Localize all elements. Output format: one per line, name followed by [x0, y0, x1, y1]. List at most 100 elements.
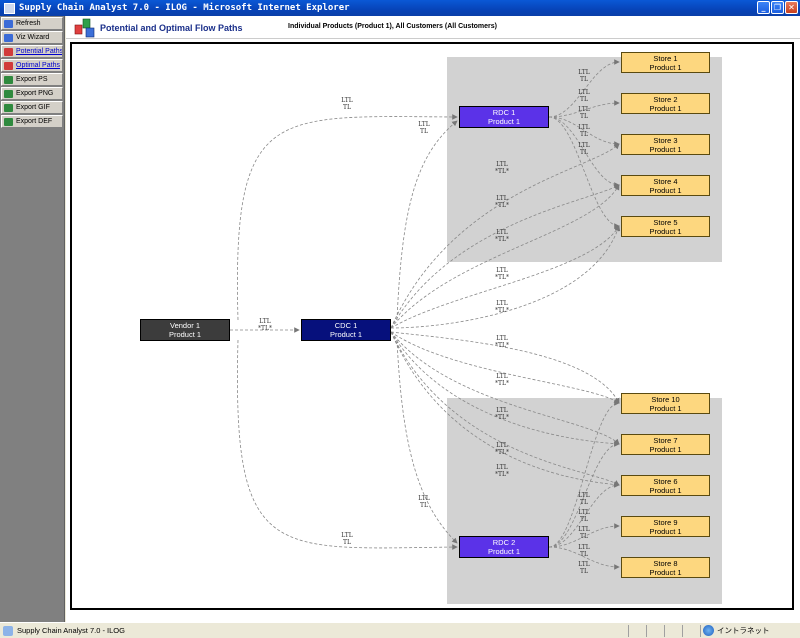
edge-label: LTL [496, 300, 507, 307]
sidebar-item-export-ps[interactable]: Export PS [1, 73, 63, 86]
edge-label: TL [343, 104, 351, 111]
node-cdc-1[interactable]: CDC 1 Product 1 [301, 319, 391, 341]
edge-label: *TL* [495, 202, 509, 209]
edge-rdc1-store [548, 59, 620, 118]
zone-label: イントラネット [717, 626, 770, 635]
sidebar-item-label: Export GIF [16, 104, 50, 111]
window-title: Supply Chain Analyst 7.0 - ILOG - Micros… [19, 3, 350, 13]
sidebar-item-viz-wizard[interactable]: Viz Wizard [1, 31, 63, 44]
edge-rdc2-store [548, 400, 620, 548]
node-rdc-1[interactable]: RDC 1 Product 1 [459, 106, 549, 128]
node-product: Product 1 [649, 62, 682, 72]
status-divider [664, 625, 665, 637]
edge-label: TL [580, 131, 588, 138]
sidebar-item-refresh[interactable]: Refresh [1, 17, 63, 30]
edge-label: LTL [578, 89, 589, 96]
node-name: Store 5 [653, 217, 678, 227]
wizard-icon [4, 33, 13, 42]
edge-label: *TL* [495, 380, 509, 387]
edge-label: LTL [341, 97, 352, 104]
edge-cdc-store [390, 184, 620, 329]
edge-cdc-rdc1 [396, 120, 458, 321]
node-product: Product 1 [649, 226, 682, 236]
window-title-bar[interactable]: Supply Chain Analyst 7.0 - ILOG - Micros… [0, 0, 800, 16]
edge-label: *TL* [495, 471, 509, 478]
globe-icon [703, 625, 714, 636]
sidebar-item-optimal-paths[interactable]: Optimal Paths [1, 59, 63, 72]
edge-label: *TL* [258, 325, 272, 332]
edge-label: TL [420, 502, 428, 509]
edge-cdc-store [390, 331, 620, 445]
edge-cdc-store [390, 331, 620, 447]
edge-label: LTL [496, 442, 507, 449]
node-name: Store 7 [653, 435, 678, 445]
edge-label: TL [580, 113, 588, 120]
node-product: Product 1 [649, 185, 682, 195]
ie-icon [4, 2, 15, 14]
node-product: Product 1 [649, 567, 682, 577]
node-product: Product 1 [649, 103, 682, 113]
edge-rdc2-store [548, 523, 620, 548]
edge-label: LTL [578, 509, 589, 516]
export-icon [4, 75, 13, 84]
node-name: RDC 1 [492, 108, 516, 117]
node-product: Product 1 [649, 144, 682, 154]
edge-cdc-rdc2 [396, 339, 458, 544]
edge-label: TL [580, 149, 588, 156]
main-content: Potential and Optimal Flow Paths Individ… [66, 16, 800, 622]
edge-label: *TL* [495, 342, 509, 349]
edge-label: *TL* [495, 236, 509, 243]
maximize-button[interactable]: ❐ [771, 1, 784, 14]
export-icon [4, 89, 13, 98]
edge-cdc-store [390, 331, 620, 488]
node-name: Store 3 [653, 135, 678, 145]
refresh-icon [4, 19, 13, 28]
edge-cdc-store [390, 225, 620, 329]
security-zone: イントラネット [703, 625, 770, 636]
sidebar-item-export-png[interactable]: Export PNG [1, 87, 63, 100]
node-product: Product 1 [649, 444, 682, 454]
edge-label: LTL [496, 373, 507, 380]
node-product: Product 1 [168, 330, 202, 339]
page-subtitle: Individual Products (Product 1), All Cus… [288, 23, 497, 30]
edge-label: LTL [341, 532, 352, 539]
sidebar-item-label: Export PS [16, 76, 48, 83]
minimize-button[interactable]: _ [757, 1, 770, 14]
sidebar-item-export-def[interactable]: Export DEF [1, 115, 63, 128]
edge-label: LTL [496, 229, 507, 236]
node-vendor-1[interactable]: Vendor 1 Product 1 [140, 319, 230, 341]
status-text: Supply Chain Analyst 7.0 - ILOG [17, 626, 125, 635]
sidebar-item-potential-paths[interactable]: Potential Paths [1, 45, 63, 58]
close-button[interactable]: ✕ [785, 1, 798, 14]
node-rdc-2[interactable]: RDC 2 Product 1 [459, 536, 549, 558]
page-title: Potential and Optimal Flow Paths [100, 23, 243, 33]
edge-label: *TL* [495, 307, 509, 314]
node-name: Store 8 [653, 558, 678, 568]
sidebar-item-export-gif[interactable]: Export GIF [1, 101, 63, 114]
edge-label: TL [580, 96, 588, 103]
edge-label: LTL [496, 161, 507, 168]
edge-label: LTL [578, 561, 589, 568]
edge-vendor-rdc2 [237, 339, 458, 550]
edge-label: TL [580, 76, 588, 83]
edge-label: TL [580, 499, 588, 506]
page-icon [3, 625, 13, 636]
sidebar-item-label: Export DEF [16, 118, 53, 125]
edge-label: LTL [578, 69, 589, 76]
edge-label: *TL* [495, 449, 509, 456]
node-product: Product 1 [649, 526, 682, 536]
edge-label: TL [580, 516, 588, 523]
edge-label: TL [580, 568, 588, 575]
